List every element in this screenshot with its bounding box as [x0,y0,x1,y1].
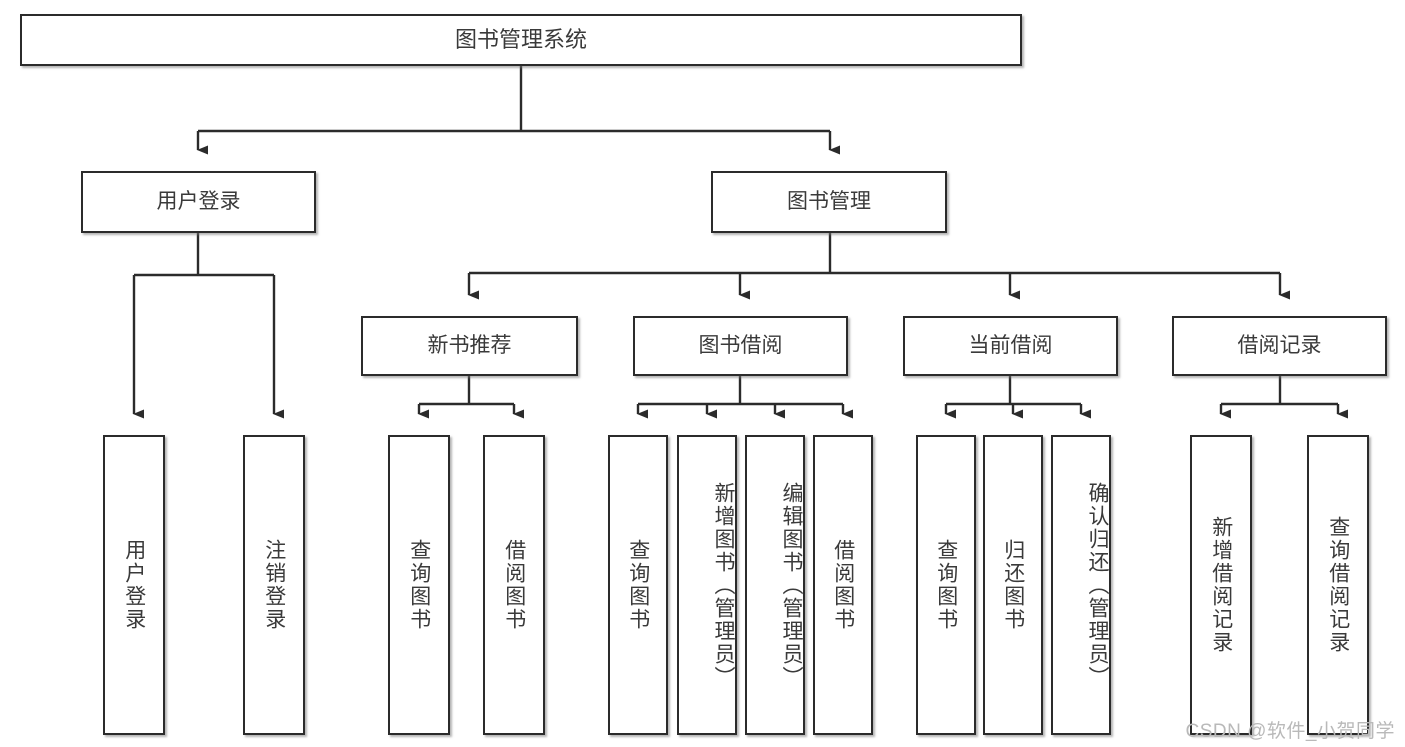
node-leaf-user-login[interactable]: 用户登录 [103,435,165,735]
node-leaf-user-login-label: 用户登录 [122,539,146,631]
node-leaf-query-book-2[interactable]: 查询图书 [608,435,668,735]
node-leaf-user-logout-label: 注销登录 [262,539,286,631]
node-leaf-borrow-book-1[interactable]: 借阅图书 [483,435,545,735]
node-leaf-add-borrow-record[interactable]: 新增借阅记录 [1190,435,1252,735]
watermark-text: CSDN @软件_小贺同学 [1185,721,1395,742]
node-leaf-add-book-admin[interactable]: 新增图书（管理员） [677,435,737,735]
node-book-borrow[interactable]: 图书借阅 [633,316,848,376]
node-leaf-query-book-2-label: 查询图书 [626,539,650,631]
node-leaf-add-borrow-record-label: 新增借阅记录 [1209,516,1233,654]
node-new-book-recommend[interactable]: 新书推荐 [361,316,578,376]
node-leaf-edit-book-admin-label: 编辑图书（管理员） [780,481,803,689]
node-current-borrow-label: 当前借阅 [968,334,1053,358]
node-new-book-recommend-label: 新书推荐 [427,334,512,358]
node-root[interactable]: 图书管理系统 [20,14,1022,66]
node-root-label: 图书管理系统 [454,26,587,52]
node-leaf-borrow-book-2[interactable]: 借阅图书 [813,435,873,735]
node-leaf-query-borrow-record-label: 查询借阅记录 [1326,516,1350,654]
node-current-borrow[interactable]: 当前借阅 [903,316,1118,376]
node-user-login-label: 用户登录 [156,190,241,214]
node-user-login[interactable]: 用户登录 [81,171,316,233]
node-book-manage-label: 图书管理 [787,190,871,214]
node-leaf-query-book-1-label: 查询图书 [407,539,431,631]
node-leaf-return-book-label: 归还图书 [1001,539,1025,631]
node-borrow-record-label: 借阅记录 [1237,334,1322,358]
node-leaf-query-book-1[interactable]: 查询图书 [388,435,450,735]
node-leaf-query-book-3-label: 查询图书 [934,539,958,631]
node-leaf-edit-book-admin[interactable]: 编辑图书（管理员） [745,435,805,735]
node-leaf-query-borrow-record[interactable]: 查询借阅记录 [1307,435,1369,735]
node-leaf-confirm-return-admin[interactable]: 确认归还（管理员） [1051,435,1111,735]
node-leaf-user-logout[interactable]: 注销登录 [243,435,305,735]
node-leaf-query-book-3[interactable]: 查询图书 [916,435,976,735]
node-leaf-confirm-return-admin-label: 确认归还（管理员） [1086,481,1109,689]
node-leaf-borrow-book-2-label: 借阅图书 [831,539,855,631]
node-book-manage[interactable]: 图书管理 [711,171,947,233]
node-borrow-record[interactable]: 借阅记录 [1172,316,1387,376]
node-leaf-borrow-book-1-label: 借阅图书 [502,539,526,631]
node-book-borrow-label: 图书借阅 [698,334,783,358]
node-leaf-add-book-admin-label: 新增图书（管理员） [712,481,735,689]
node-leaf-return-book[interactable]: 归还图书 [983,435,1043,735]
